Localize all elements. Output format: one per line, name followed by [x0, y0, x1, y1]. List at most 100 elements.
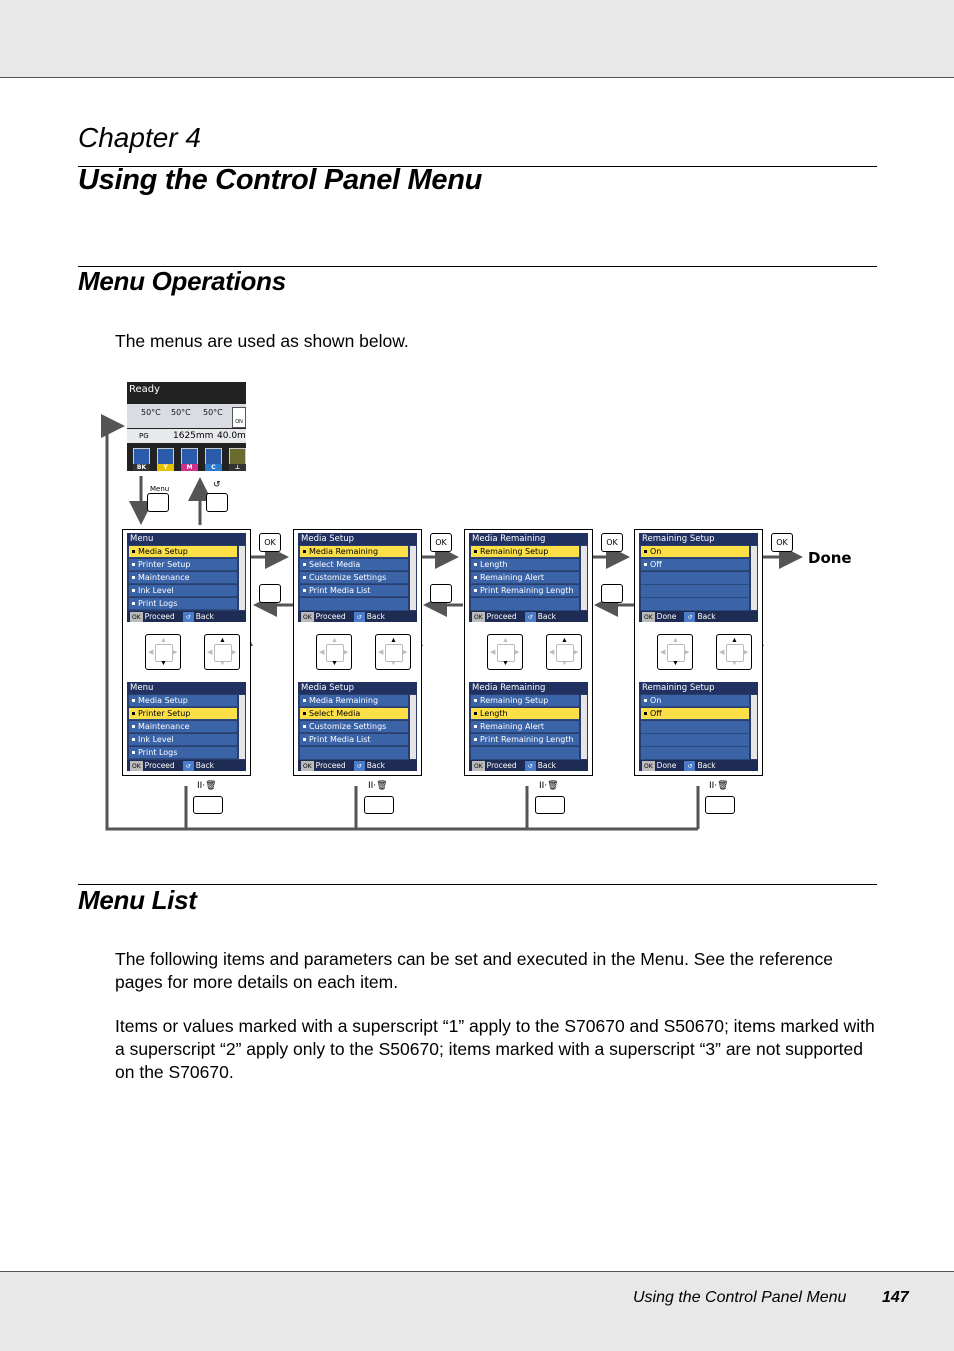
- menu-item[interactable]: Media Remaining: [300, 695, 408, 707]
- arrow-up-icon: ▲: [731, 637, 738, 644]
- up-button[interactable]: ▲▼◀▶: [204, 634, 240, 670]
- menu-item-label: Ink Level: [138, 735, 174, 744]
- menu-item[interactable]: Print Remaining Length: [471, 585, 579, 597]
- menu-item-label: Off: [650, 709, 662, 718]
- menu-item[interactable]: Remaining Alert: [471, 572, 579, 584]
- menu-item-label: Maintenance: [138, 722, 190, 731]
- menu-item-label: Media Setup: [138, 696, 188, 705]
- down-button[interactable]: ▲▼◀▶: [657, 634, 693, 670]
- menu-item[interactable]: Select Media: [300, 708, 408, 720]
- ink-swatch: [157, 448, 174, 465]
- menu-item-label: Media Remaining: [309, 696, 379, 705]
- empty-row: [641, 734, 749, 747]
- menu-item[interactable]: Off: [641, 708, 749, 720]
- menu-item[interactable]: Print Media List: [300, 734, 408, 746]
- menu-item[interactable]: Printer Setup: [129, 559, 237, 571]
- pause-cancel-button[interactable]: [535, 796, 565, 814]
- menu-item-label: On: [650, 547, 662, 556]
- screen-title: Media Remaining: [469, 682, 588, 694]
- bullet-icon: [303, 576, 306, 579]
- arrow-up-icon: ▲: [390, 637, 397, 644]
- back-button[interactable]: [206, 493, 228, 512]
- up-button[interactable]: ▲▼◀▶: [375, 634, 411, 670]
- ok-button[interactable]: OK: [259, 533, 281, 552]
- ink-label: M: [181, 464, 198, 471]
- media-width: 1625mm: [173, 431, 214, 441]
- menu-item[interactable]: Print Logs: [129, 598, 237, 610]
- menu-item-label: Customize Settings: [309, 573, 387, 582]
- pause-cancel-button[interactable]: [364, 796, 394, 814]
- screen-title: Menu: [127, 533, 246, 545]
- menu-item[interactable]: Ink Level: [129, 734, 237, 746]
- menu-item[interactable]: Maintenance: [129, 721, 237, 733]
- footer-left-label: Proceed: [315, 761, 346, 770]
- dpad-center: [155, 644, 173, 662]
- menu-item[interactable]: Remaining Setup: [471, 695, 579, 707]
- menu-item[interactable]: On: [641, 546, 749, 558]
- screen-title: Media Remaining: [469, 533, 588, 545]
- ok-button[interactable]: OK: [430, 533, 452, 552]
- down-button[interactable]: ▲▼◀▶: [145, 634, 181, 670]
- bullet-icon: [474, 712, 477, 715]
- menu-item[interactable]: Printer Setup: [129, 708, 237, 720]
- up-button[interactable]: ▲▼◀▶: [546, 634, 582, 670]
- arrow-down-icon: ▼: [160, 660, 167, 667]
- menu-item[interactable]: Select Media: [300, 559, 408, 571]
- back-button[interactable]: [601, 584, 623, 603]
- dpad-center: [497, 644, 515, 662]
- menu-item-label: Remaining Alert: [480, 573, 545, 582]
- menu-item[interactable]: Customize Settings: [300, 572, 408, 584]
- menu-item[interactable]: Maintenance: [129, 572, 237, 584]
- ok-tag: OK: [301, 761, 314, 771]
- menu-item[interactable]: Media Remaining: [300, 546, 408, 558]
- menu-item[interactable]: Media Setup: [129, 695, 237, 707]
- ok-button[interactable]: OK: [771, 533, 793, 552]
- menu-item[interactable]: Remaining Setup: [471, 546, 579, 558]
- menu-item[interactable]: Ink Level: [129, 585, 237, 597]
- arrow-up-icon: ▲: [672, 637, 679, 644]
- menu-item[interactable]: Remaining Alert: [471, 721, 579, 733]
- ready-title: Ready: [129, 384, 161, 395]
- arrow-up-icon: ▲: [331, 637, 338, 644]
- bullet-icon: [132, 738, 135, 741]
- media-length: 40.0m: [217, 431, 246, 441]
- menu-item[interactable]: Customize Settings: [300, 721, 408, 733]
- menu-item[interactable]: Print Media List: [300, 585, 408, 597]
- menu-button[interactable]: [147, 493, 169, 512]
- ink-swatch: [205, 448, 222, 465]
- footer-right-label: Back: [697, 612, 716, 621]
- down-button[interactable]: ▲▼◀▶: [316, 634, 352, 670]
- bullet-icon: [474, 589, 477, 592]
- ok-button[interactable]: OK: [601, 533, 623, 552]
- up-button[interactable]: ▲▼◀▶: [716, 634, 752, 670]
- operations-intro: The menus are used as shown below.: [115, 331, 409, 351]
- menu-item[interactable]: Media Setup: [129, 546, 237, 558]
- bullet-icon: [644, 712, 647, 715]
- bullet-icon: [303, 738, 306, 741]
- menu-item[interactable]: Length: [471, 559, 579, 571]
- pause-cancel-button[interactable]: [193, 796, 223, 814]
- down-button[interactable]: ▲▼◀▶: [487, 634, 523, 670]
- menu-item[interactable]: Off: [641, 559, 749, 571]
- menu-item-label: Print Logs: [138, 599, 178, 608]
- arrow-up-icon: ▲: [561, 637, 568, 644]
- back-button[interactable]: [259, 584, 281, 603]
- pause-cancel-button[interactable]: [705, 796, 735, 814]
- menu-item[interactable]: Print Remaining Length: [471, 734, 579, 746]
- arrow-right-icon: ▶: [573, 649, 579, 656]
- dpad-center: [556, 644, 574, 662]
- menu-item-label: On: [650, 696, 662, 705]
- menu-item[interactable]: On: [641, 695, 749, 707]
- back-tag-icon: ↺: [182, 612, 194, 622]
- back-button[interactable]: [430, 584, 452, 603]
- dpad-center: [326, 644, 344, 662]
- menu-item[interactable]: Print Logs: [129, 747, 237, 759]
- screen-title: Menu: [127, 682, 246, 694]
- arrow-up-icon: ▲: [160, 637, 167, 644]
- menu-item[interactable]: Length: [471, 708, 579, 720]
- menu-item-label: Print Media List: [309, 586, 371, 595]
- empty-row: [641, 572, 749, 585]
- footer-right-label: Back: [195, 761, 214, 770]
